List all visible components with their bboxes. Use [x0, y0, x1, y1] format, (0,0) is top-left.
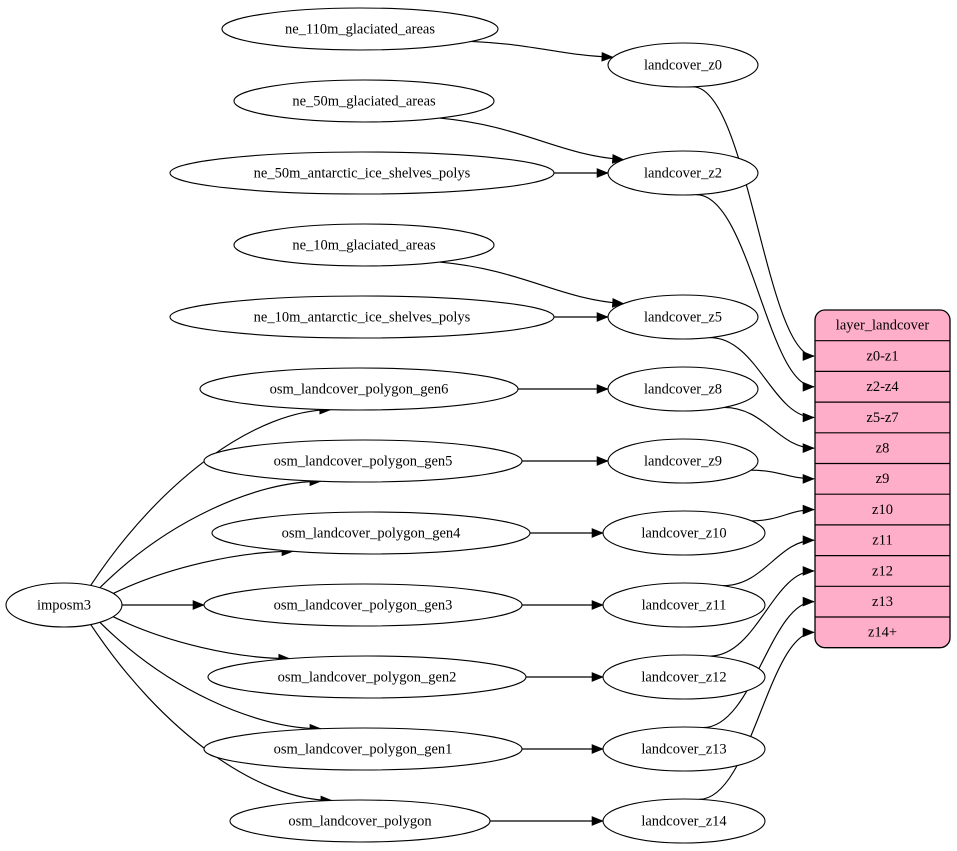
arrow-head-icon — [591, 672, 604, 682]
edge-imposm3-to-osm_landcover_polygon_gen5 — [99, 480, 321, 589]
node-osm_landcover_polygon_gen6[interactable]: osm_landcover_polygon_gen6 — [199, 367, 519, 411]
node-landcover_z8[interactable]: landcover_z8 — [607, 366, 759, 412]
arrow-head-icon — [192, 600, 205, 610]
arrow-head-icon — [802, 627, 815, 638]
arrow-head-icon — [601, 51, 614, 62]
node-shape — [602, 510, 766, 556]
node-ne_50m_antarctic_ice_shelves_polys[interactable]: ne_50m_antarctic_ice_shelves_polys — [169, 151, 555, 195]
node-ne_10m_antarctic_ice_shelves_polys[interactable]: ne_10m_antarctic_ice_shelves_polys — [169, 295, 555, 339]
node-ne_10m_glaciated_areas[interactable]: ne_10m_glaciated_areas — [233, 223, 495, 267]
node-shape — [203, 583, 523, 627]
node-landcover_z2[interactable]: landcover_z2 — [607, 150, 759, 196]
arrow-head-icon — [802, 566, 815, 576]
node-shape — [169, 295, 555, 339]
node-landcover_z14[interactable]: landcover_z14 — [602, 798, 766, 844]
edge-landcover_z14-to-layer_landcover-z14- — [699, 631, 815, 800]
node-shape — [607, 438, 759, 484]
node-landcover_z9[interactable]: landcover_z9 — [607, 438, 759, 484]
arrow-head-icon — [802, 535, 815, 546]
arrow-head-icon — [596, 168, 609, 178]
node-shape — [607, 366, 759, 412]
node-landcover_z12[interactable]: landcover_z12 — [602, 654, 766, 700]
arrow-head-icon — [596, 456, 609, 466]
arrow-head-icon — [591, 744, 604, 754]
node-shape — [211, 511, 531, 555]
node-osm_landcover_polygon_gen1[interactable]: osm_landcover_polygon_gen1 — [203, 727, 523, 771]
edge-imposm3-to-osm_landcover_polygon_gen1 — [99, 621, 321, 730]
node-landcover_z11[interactable]: landcover_z11 — [602, 582, 766, 628]
node-shape — [607, 42, 759, 88]
edge-landcover_z13-to-layer_landcover-z13 — [703, 601, 815, 729]
edge-landcover_z12-to-layer_landcover-z12 — [709, 570, 815, 657]
node-ne_110m_glaciated_areas[interactable]: ne_110m_glaciated_areas — [221, 7, 499, 51]
node-osm_landcover_polygon_gen3[interactable]: osm_landcover_polygon_gen3 — [203, 583, 523, 627]
edge-imposm3-to-osm_landcover_polygon_gen4 — [113, 550, 293, 594]
node-shape — [607, 294, 759, 340]
node-landcover_z5[interactable]: landcover_z5 — [607, 294, 759, 340]
node-landcover_z10[interactable]: landcover_z10 — [602, 510, 766, 556]
arrow-head-icon — [802, 443, 815, 453]
arrow-head-icon — [596, 312, 609, 322]
arrow-head-icon — [591, 528, 604, 538]
node-shape — [207, 655, 527, 699]
node-ne_50m_glaciated_areas[interactable]: ne_50m_glaciated_areas — [233, 79, 495, 123]
arrow-head-icon — [802, 351, 815, 361]
arrow-head-icon — [802, 474, 815, 484]
node-shape — [602, 798, 766, 844]
node-shape — [607, 150, 759, 196]
arrow-head-icon — [802, 412, 815, 423]
node-osm_landcover_polygon_gen5[interactable]: osm_landcover_polygon_gen5 — [203, 439, 523, 483]
edge-landcover_z8-to-layer_landcover-z8 — [724, 406, 815, 449]
arrow-head-icon — [802, 381, 815, 392]
node-shape — [233, 223, 495, 267]
edge-ne_10m_glaciated_areas-to-landcover_z5 — [439, 261, 624, 305]
edge-imposm3-to-osm_landcover_polygon_gen6 — [90, 409, 331, 586]
edge-landcover_z0-to-layer_landcover-z0-z1 — [692, 86, 815, 357]
node-imposm3[interactable]: imposm3 — [5, 582, 123, 628]
layer-landcover-table: layer_landcoverz0-z1z2-z4z5-z7z8z9z10z11… — [814, 309, 951, 649]
node-shape — [221, 7, 499, 51]
arrow-head-icon — [596, 384, 609, 394]
node-landcover_z0[interactable]: landcover_z0 — [607, 42, 759, 88]
edge-landcover_z5-to-layer_landcover-z5-z7 — [709, 336, 815, 419]
arrow-head-icon — [802, 596, 815, 607]
node-osm_landcover_polygon_gen2[interactable]: osm_landcover_polygon_gen2 — [207, 655, 527, 699]
node-layer: imposm3 ne_110m_glaciated_areas ne_50m_gla… — [5, 7, 766, 844]
edge-ne_50m_glaciated_areas-to-landcover_z2 — [439, 117, 624, 161]
node-shape — [203, 727, 523, 771]
arrow-head-icon — [591, 816, 604, 826]
edge-landcover_z2-to-layer_landcover-z2-z4 — [696, 194, 815, 388]
node-shape — [602, 654, 766, 700]
node-shape — [602, 726, 766, 772]
table-outline — [814, 309, 951, 649]
node-landcover_z13[interactable]: landcover_z13 — [602, 726, 766, 772]
edge-ne_110m_glaciated_areas-to-landcover_z0 — [471, 40, 613, 58]
node-shape — [169, 151, 555, 195]
node-shape — [233, 79, 495, 123]
edge-imposm3-to-osm_landcover_polygon_gen2 — [112, 616, 290, 660]
node-osm_landcover_polygon_gen4[interactable]: osm_landcover_polygon_gen4 — [211, 511, 531, 555]
node-shape — [229, 799, 491, 843]
node-osm_landcover_polygon[interactable]: osm_landcover_polygon — [229, 799, 491, 843]
node-shape — [199, 367, 519, 411]
node-shape — [203, 439, 523, 483]
edge-imposm3-to-osm_landcover_polygon — [90, 624, 332, 802]
node-shape — [602, 582, 766, 628]
node-shape — [5, 582, 123, 628]
arrow-head-icon — [591, 600, 604, 610]
table-background — [815, 310, 950, 648]
arrow-head-icon — [802, 504, 815, 515]
